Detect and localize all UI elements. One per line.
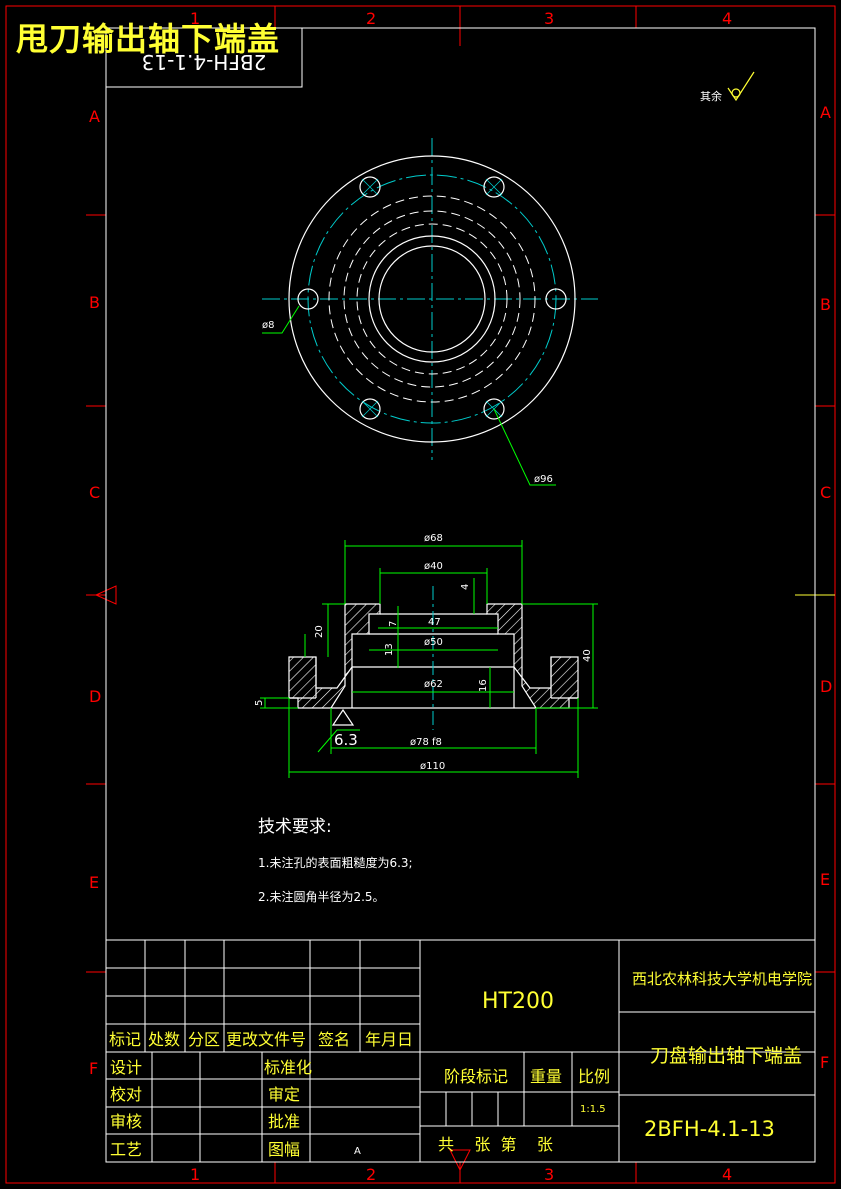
dim-d7: 7 xyxy=(388,621,399,627)
dim-d78: ø78 f8 xyxy=(410,737,442,748)
rev-header-sign: 签名 xyxy=(318,1030,350,1049)
technical-requirements: 技术要求: 1.未注孔的表面粗糙度为6.3; 2.未注圆角半径为2.5。 xyxy=(258,817,413,904)
dim-d62: ø62 xyxy=(424,679,443,690)
surface-note-label: 其余 xyxy=(700,89,722,103)
company-label: 西北农林科技大学机电学院 xyxy=(632,970,812,988)
rev-header-zone: 分区 xyxy=(188,1030,220,1049)
col-label-bottom-4: 4 xyxy=(722,1165,732,1184)
col-label-bottom-2: 2 xyxy=(366,1165,376,1184)
dim-d4: 4 xyxy=(460,584,471,590)
row-label-right-d: D xyxy=(820,677,832,696)
rev-header-count: 处数 xyxy=(148,1030,180,1049)
rev-header-doc: 更改文件号 xyxy=(226,1030,306,1049)
material-label: HT200 xyxy=(482,989,554,1014)
mirrored-code-box xyxy=(105,27,303,88)
title-block-texts: HT200 西北农林科技大学机电学院 刀盘输出轴下端盖 2BFH-4.1-13 … xyxy=(109,970,812,1159)
col-label-bottom-3: 3 xyxy=(544,1165,554,1184)
row-label-left-e: E xyxy=(89,873,99,892)
bolt-hole xyxy=(359,176,381,198)
dim-d63: 6.3 xyxy=(334,731,358,749)
top-view xyxy=(262,138,598,486)
dim-d16: 16 xyxy=(478,679,489,692)
row-label-right-c: C xyxy=(820,483,831,502)
col-label-bottom-1: 1 xyxy=(190,1165,200,1184)
scale-label: 比例 xyxy=(578,1067,610,1086)
hidden-circle-1 xyxy=(328,195,536,403)
roughness-symbol-icon xyxy=(727,71,755,102)
dim-d40: ø40 xyxy=(424,561,443,572)
overlay-title: 甩刀输出轴下端盖 xyxy=(16,20,281,58)
col-label-top-4: 4 xyxy=(722,9,732,28)
bolt-hole xyxy=(359,398,381,420)
dim-d5: 5 xyxy=(254,700,265,706)
dim-d40h: 40 xyxy=(582,649,593,662)
zone-labels: 1 2 3 4 1 2 3 4 A B C D E F A B C D E F xyxy=(89,9,832,1184)
bolt-hole xyxy=(545,288,567,310)
bolt-hole xyxy=(483,398,505,420)
dim-d20: 20 xyxy=(314,625,325,638)
sheet-size-value: A xyxy=(354,1146,361,1157)
sign-row-standard: 标准化 xyxy=(264,1058,312,1077)
tech-req-heading: 技术要求: xyxy=(258,817,332,837)
dim-d50: ø50 xyxy=(424,637,443,648)
sign-row-check: 校对 xyxy=(110,1085,142,1104)
sign-row-process: 工艺 xyxy=(110,1140,142,1159)
sign-row-review: 审核 xyxy=(110,1112,142,1131)
col-label-top-1: 1 xyxy=(190,9,200,28)
row-label-left-c: C xyxy=(89,483,100,502)
scale-value: 1:1.5 xyxy=(580,1104,606,1115)
sign-row-approve2: 批准 xyxy=(268,1112,300,1131)
outer-flange-circle xyxy=(288,155,576,443)
col-label-top-2: 2 xyxy=(366,9,376,28)
dim-d68: ø68 xyxy=(424,533,443,544)
drawing-number-label: 2BFH-4.1-13 xyxy=(644,1117,775,1141)
bolt-circle-dim-label: ø96 xyxy=(534,474,553,485)
row-label-right-f: F xyxy=(820,1053,829,1072)
hole-dim-label: ø8 xyxy=(262,320,274,331)
sign-row-design: 设计 xyxy=(110,1058,142,1077)
rev-header-mark: 标记 xyxy=(109,1030,141,1049)
section-view xyxy=(260,540,598,778)
roughness-6-3-symbol-icon xyxy=(331,708,355,726)
row-label-left-b: B xyxy=(89,293,100,312)
stage-label: 阶段标记 xyxy=(444,1067,508,1086)
surface-roughness-note: 其余 xyxy=(700,71,755,103)
part-name-label: 刀盘输出轴下端盖 xyxy=(650,1045,802,1067)
row-label-right-b: B xyxy=(820,295,831,314)
sheets-label: 共 张 第 张 xyxy=(438,1135,553,1154)
top-view-leaders xyxy=(262,305,556,486)
dim-d110: ø110 xyxy=(420,761,445,772)
title-block xyxy=(106,939,815,1162)
col-label-top-3: 3 xyxy=(544,9,554,28)
bolt-circle xyxy=(307,174,557,424)
section-dimension-lines xyxy=(260,540,598,778)
dim-d47: 47 xyxy=(428,617,441,628)
row-label-left-d: D xyxy=(89,687,101,706)
tech-req-item-1: 1.未注孔的表面粗糙度为6.3; xyxy=(258,855,413,870)
hidden-circle-2 xyxy=(343,210,521,388)
inner-border xyxy=(105,27,816,1163)
bolt-holes xyxy=(297,176,567,420)
bore-circle xyxy=(378,245,486,353)
rev-header-date: 年月日 xyxy=(365,1030,413,1049)
top-view-dims: ø8 ø96 xyxy=(262,320,553,485)
row-label-right-a: A xyxy=(820,103,831,122)
dim-d13: 13 xyxy=(384,643,395,656)
bolt-hole xyxy=(297,288,319,310)
row-label-left-a: A xyxy=(89,107,100,126)
hidden-circle-3 xyxy=(356,223,508,375)
sign-row-approve1: 审定 xyxy=(268,1085,300,1104)
spigot-circle xyxy=(368,235,496,363)
section-dimension-texts: ø68 ø40 4 47 7 20 ø50 13 40 ø62 16 5 6.3… xyxy=(254,533,593,772)
row-label-left-f: F xyxy=(89,1059,98,1078)
bolt-hole xyxy=(483,176,505,198)
row-label-right-e: E xyxy=(820,870,830,889)
sign-row-format: 图幅 xyxy=(268,1140,300,1159)
weight-label: 重量 xyxy=(530,1067,562,1086)
tech-req-item-2: 2.未注圆角半径为2.5。 xyxy=(258,889,385,904)
